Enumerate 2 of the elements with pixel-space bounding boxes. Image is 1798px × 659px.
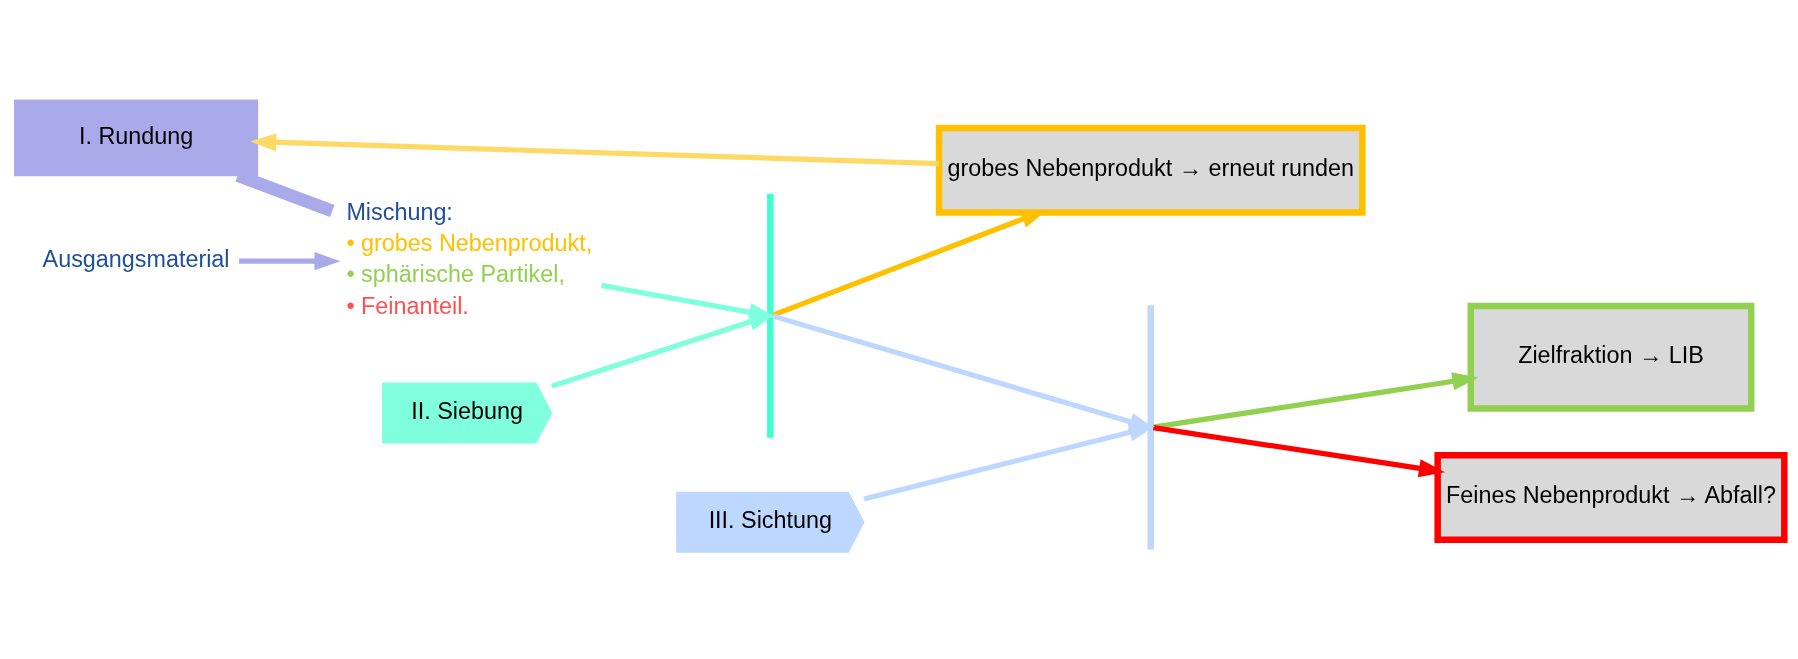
node-text: Mischung: • grobes Nebenprodukt, • sphärische Partikel, • Feinanteil. xyxy=(345,198,592,319)
node-text: Ausgangsmaterial xyxy=(42,245,230,272)
